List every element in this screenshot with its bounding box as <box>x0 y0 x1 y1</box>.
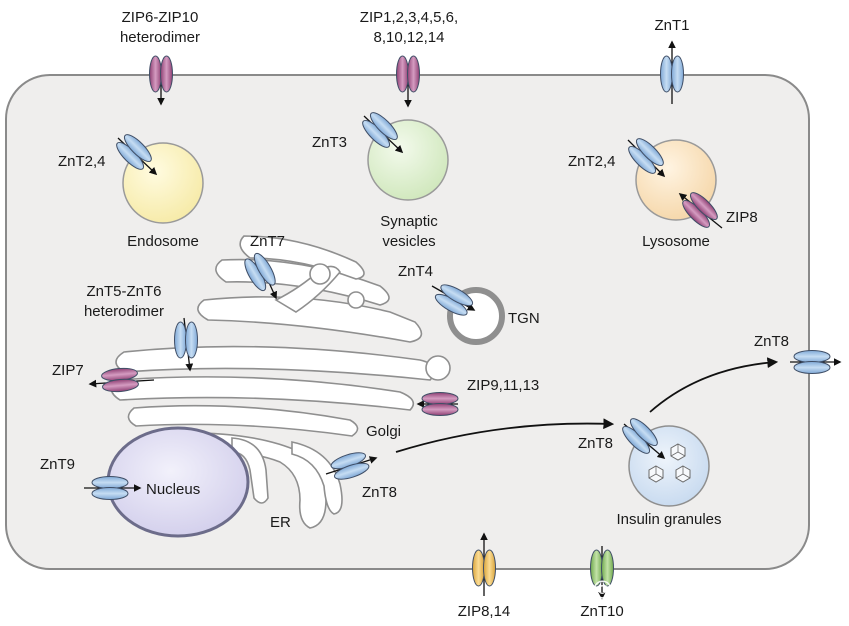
label-golgi: Golgi <box>366 423 401 440</box>
label-znt4: ZnT4 <box>398 263 433 280</box>
transporter-znt7 <box>240 250 280 300</box>
transporter-zip8-14 <box>472 532 496 596</box>
hexagon-crystal-icon <box>670 443 686 461</box>
label-heterodimer-top: heterodimer <box>120 29 200 46</box>
transporter-zip6-zip10 <box>149 55 173 106</box>
label-zip9-11-13: ZIP9,11,13 <box>467 377 539 394</box>
hexagon-crystal-icon <box>675 465 691 483</box>
label-tgn: TGN <box>508 310 540 327</box>
label-znt9: ZnT9 <box>40 456 75 473</box>
label-insulin-granules: Insulin granules <box>616 511 721 528</box>
label-znt1: ZnT1 <box>654 17 689 34</box>
label-synaptic-2: vesicles <box>382 233 435 250</box>
transporter-znt9 <box>84 476 142 500</box>
transporter-znt5-znt6 <box>174 317 198 372</box>
label-znt8-granule: ZnT8 <box>578 435 613 452</box>
label-lysosome: Lysosome <box>642 233 710 250</box>
label-zip8-14: ZIP8,14 <box>458 603 511 620</box>
watermark: 知乎 @ACROBiosystems <box>546 576 784 600</box>
label-nucleus: Nucleus <box>146 481 200 498</box>
transporter-znt8-granule <box>618 414 666 460</box>
transporter-znt8-membrane <box>790 350 842 374</box>
transporter-zip-synaptic <box>396 55 420 108</box>
trafficking-arrow-er-to-granule <box>395 418 615 453</box>
label-znt3: ZnT3 <box>312 134 347 151</box>
label-znt7: ZnT7 <box>250 233 285 250</box>
label-zip7: ZIP7 <box>52 362 84 379</box>
trafficking-arrow-granule-to-membrane <box>649 357 779 413</box>
label-heterodimer-golgi: heterodimer <box>84 303 164 320</box>
transporter-znt3 <box>358 108 404 154</box>
transporter-znt4 <box>431 280 476 320</box>
label-znt2-4-endosome: ZnT2,4 <box>58 153 106 170</box>
label-znt8-er: ZnT8 <box>362 484 397 501</box>
transporter-znt1 <box>660 40 684 104</box>
label-endosome: Endosome <box>127 233 199 250</box>
label-znt2-4-lysosome: ZnT2,4 <box>568 153 616 170</box>
label-znt5-znt6: ZnT5-ZnT6 <box>86 283 161 300</box>
transporter-znt2-4-endosome <box>112 130 158 176</box>
label-zip-synaptic-1: ZIP1,2,3,4,5,6, <box>360 9 458 26</box>
label-zip-synaptic-2: 8,10,12,14 <box>374 29 445 46</box>
label-zip8-lysosome: ZIP8 <box>726 209 758 226</box>
label-er: ER <box>270 514 291 531</box>
transporter-zip9-11-13 <box>416 392 459 416</box>
label-znt10: ZnT10 <box>580 603 623 620</box>
label-zip6-zip10: ZIP6-ZIP10 <box>122 9 199 26</box>
transporter-znt2-4-lysosome <box>624 134 668 178</box>
label-synaptic-1: Synaptic <box>380 213 438 230</box>
transporter-znt8-er <box>325 449 378 483</box>
golgi-apparatus <box>110 235 451 437</box>
label-znt8-membrane: ZnT8 <box>754 333 789 350</box>
hexagon-crystal-icon <box>648 465 664 483</box>
transporter-zip8-lysosome <box>678 188 723 232</box>
transporter-zip7 <box>88 366 155 394</box>
transporter-znt10 <box>590 546 614 600</box>
